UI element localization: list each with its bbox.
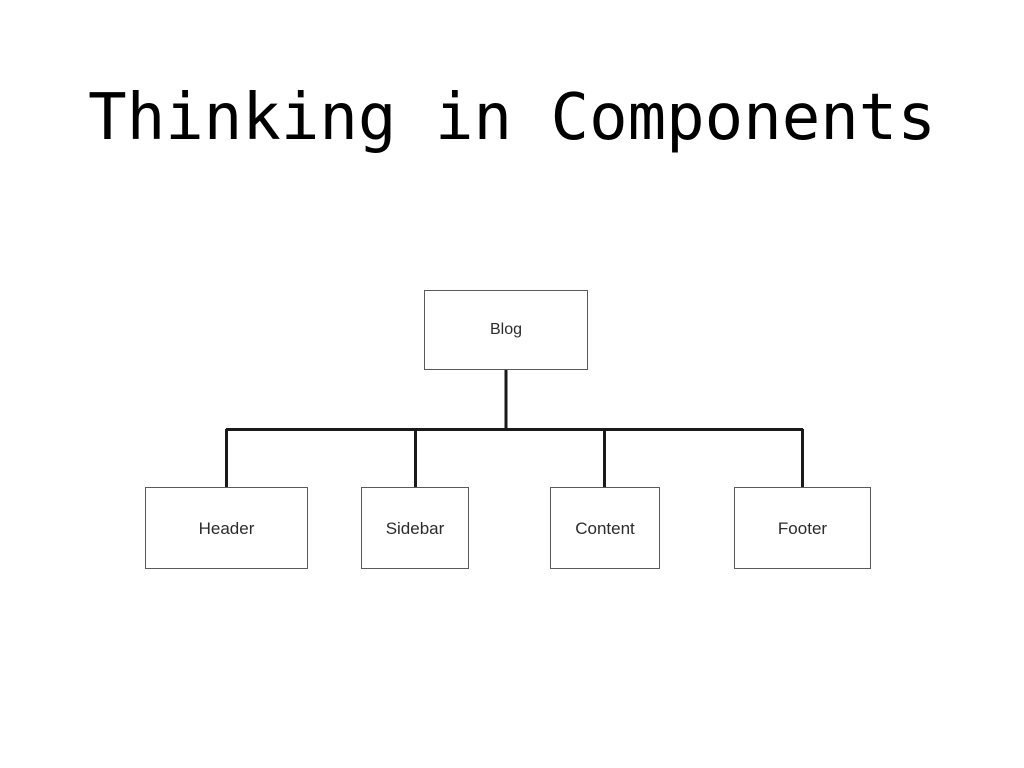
tree-node-label: Content (575, 518, 635, 538)
tree-node-label: Footer (777, 518, 828, 538)
page-title: Thinking in Components (88, 81, 936, 155)
tree-node-header[interactable]: Header (145, 487, 308, 569)
tree-node-content[interactable]: Content (550, 487, 660, 569)
tree-node-sidebar[interactable]: Sidebar (361, 487, 469, 569)
tree-node-footer[interactable]: Footer (734, 487, 871, 569)
tree-node-label: Header (198, 518, 255, 538)
tree-node-label: Sidebar (385, 518, 445, 538)
tree-node-root[interactable]: Blog (424, 290, 588, 370)
tree-node-label: Blog (489, 321, 523, 338)
